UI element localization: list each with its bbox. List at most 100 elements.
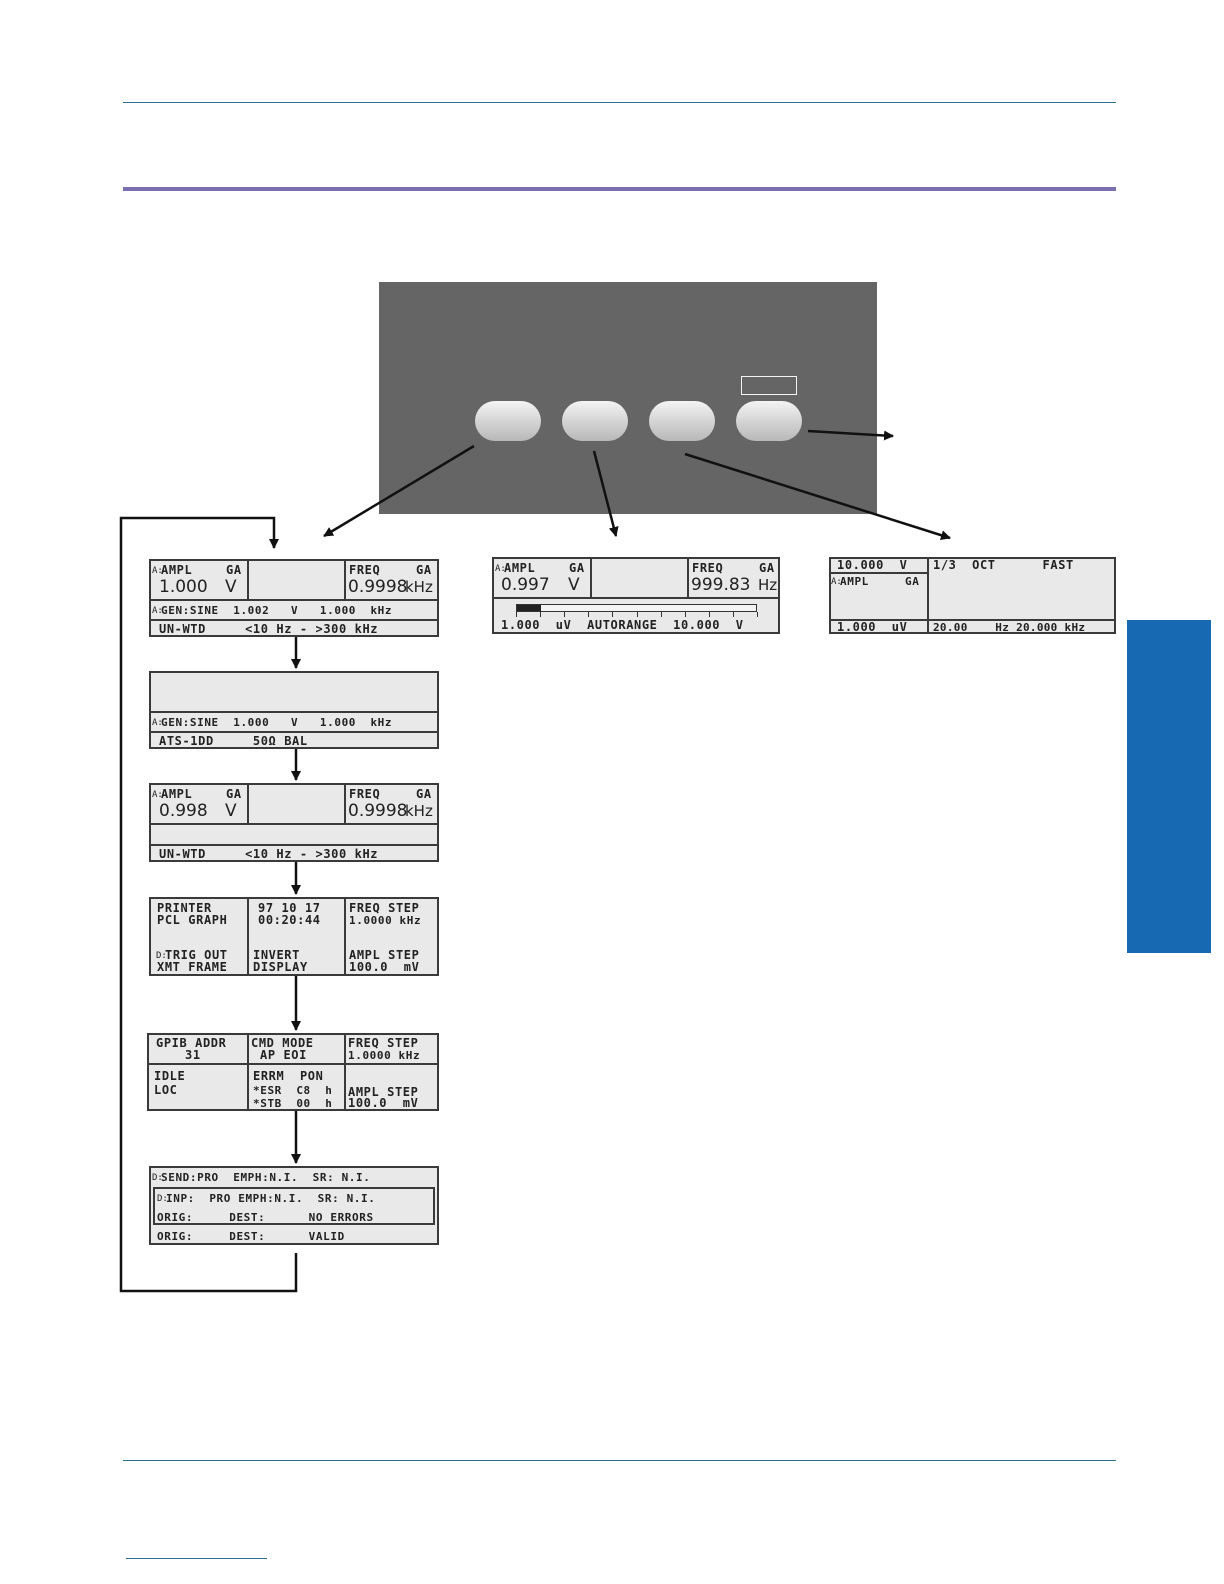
db-ampl-value: 0.997 (501, 575, 550, 595)
d2-gen-channel: A: (152, 718, 163, 728)
d5-c2-line2: AP EOI (260, 1048, 307, 1062)
d4-c1-line1: PRINTER (157, 901, 212, 915)
d1-filter-line: UN-WTD <10 Hz - >300 kHz (159, 622, 379, 636)
d1-gen-channel: A: (152, 606, 163, 616)
d5-c6-line1: AMPL STEP (348, 1085, 419, 1099)
dc-ampl-channel: A: (831, 577, 842, 587)
d3-ampl-unit: V (225, 801, 237, 821)
d1-ampl-channel: A: (152, 566, 163, 576)
d5-c3-line1: FREQ STEP (348, 1036, 419, 1050)
d2-model-line: ATS-1DD 50Ω BAL (159, 734, 308, 748)
display-2: A: GEN:SINE 1.000 V 1.000 kHz ATS-1DD 50… (149, 671, 439, 749)
d1-ampl-unit: V (225, 577, 237, 597)
level-bar-tick (588, 612, 590, 617)
level-bar-ticks (516, 612, 758, 618)
arrow-key1-to-display1 (323, 444, 475, 538)
d5-c4-line2: LOC (154, 1083, 178, 1097)
arrow-key2-to-display-b (592, 450, 619, 537)
level-bar (516, 604, 757, 612)
d2-gen-line: GEN:SINE 1.000 V 1.000 kHz (161, 716, 393, 729)
d4-c6-line1: AMPL STEP (349, 948, 420, 962)
db-freq-unit: Hz (758, 576, 778, 594)
header-rule (123, 102, 1116, 103)
d3-ampl-ga: GA (226, 787, 242, 801)
db-scale-line: 1.000 uV AUTORANGE 10.000 V (501, 618, 744, 632)
d1-freq-value: 0.9998 (348, 577, 408, 597)
d3-filter-line: UN-WTD <10 Hz - >300 kHz (159, 847, 379, 861)
footer-rule (123, 1460, 1116, 1461)
d1-ampl-value: 1.000 (159, 577, 208, 597)
d4-c3-line1: FREQ STEP (349, 901, 420, 915)
display-6: D: SEND:PRO EMPH:N.I. SR: N.I. D: INP: P… (149, 1166, 439, 1245)
dc-ampl-label: AMPL (840, 575, 869, 588)
dc-bottom-right: 20.00 Hz 20.000 kHz (933, 621, 1086, 634)
d4-c4-line1: TRIG OUT (165, 948, 228, 962)
d4-c2-line2: 00:20:44 (258, 913, 321, 927)
d6-row1-channel: D: (152, 1173, 163, 1183)
d4-c1-line2: PCL GRAPH (157, 913, 228, 927)
d5-c6-line2: 100.0 mV (348, 1096, 419, 1110)
dc-band-line: 1/3 OCT FAST (933, 558, 1074, 572)
panel-key-4[interactable] (736, 401, 802, 441)
level-bar-tick (540, 612, 542, 617)
d5-c5-line2: *ESR C8 h (253, 1084, 333, 1097)
level-bar-tick (516, 612, 517, 617)
d4-c3-line2: 1.0000 kHz (349, 914, 422, 927)
d6-row1: SEND:PRO EMPH:N.I. SR: N.I. (161, 1171, 371, 1184)
d3-freq-value: 0.9998 (348, 801, 408, 821)
d6-row2-channel: D: (157, 1194, 168, 1204)
d1-freq-unit: kHz (405, 578, 433, 596)
d5-c2-line1: CMD MODE (251, 1036, 314, 1050)
arrow-key4-out (807, 429, 894, 441)
d6-row4: ORIG: DEST: VALID (157, 1230, 345, 1243)
level-bar-tick (757, 612, 758, 617)
level-bar-tick (636, 612, 638, 617)
display-c: 10.000 V 1/3 OCT FAST A: AMPL GA 1.000 u… (829, 557, 1116, 634)
d6-row3: ORIG: DEST: NO ERRORS (157, 1211, 374, 1224)
d3-freq-label: FREQ (349, 787, 381, 801)
d1-ampl-label: AMPL (161, 563, 193, 577)
d4-c4-line2: XMT FRAME (157, 960, 228, 974)
level-bar-tick (732, 612, 734, 617)
d3-freq-ga: GA (416, 787, 432, 801)
d5-c3-line2: 1.0000 kHz (348, 1049, 421, 1062)
panel-key-1[interactable] (475, 401, 541, 441)
d5-c5-line1: ERRM PON (253, 1069, 324, 1083)
panel-key-2[interactable] (562, 401, 628, 441)
front-panel (379, 282, 877, 514)
d3-freq-unit: kHz (405, 802, 433, 820)
title-rule (123, 187, 1116, 191)
d1-freq-ga: GA (416, 563, 432, 577)
d4-c5-line1: INVERT (253, 948, 300, 962)
d5-c4-line1: IDLE (154, 1069, 186, 1083)
panel-key-3[interactable] (649, 401, 715, 441)
d5-c1-line2: 31 (185, 1048, 201, 1062)
db-freq-value: 999.83 (691, 575, 751, 595)
display-4: PRINTER PCL GRAPH 97 10 17 00:20:44 FREQ… (149, 897, 439, 976)
footer-link-underline (126, 1558, 267, 1559)
dc-bottom-left: 1.000 uV (837, 620, 908, 634)
display-5: GPIB ADDR 31 CMD MODE AP EOI FREQ STEP 1… (147, 1033, 439, 1111)
level-bar-tick (564, 612, 566, 617)
d4-c6-line2: 100.0 mV (349, 960, 420, 974)
db-ampl-unit: V (568, 575, 580, 595)
level-bar-tick (708, 612, 710, 617)
display-1: A: AMPL GA 1.000 V FREQ GA 0.9998 kHz A:… (149, 559, 439, 637)
display-b: A: AMPL GA 0.997 V FREQ GA 999.83 Hz 1.0… (492, 557, 780, 634)
db-ampl-ga: GA (569, 561, 585, 575)
db-freq-label: FREQ (692, 561, 724, 575)
display-3: A: AMPL GA 0.998 V FREQ GA 0.9998 kHz UN… (149, 783, 439, 862)
level-bar-tick (684, 612, 686, 617)
d1-ampl-ga: GA (226, 563, 242, 577)
level-bar-fill (517, 605, 541, 611)
loop-back-line (119, 516, 298, 1293)
d5-c5-line3: *STB 00 h (253, 1097, 333, 1110)
d1-gen-line: GEN:SINE 1.002 V 1.000 kHz (161, 604, 393, 617)
d4-c2-line1: 97 10 17 (258, 901, 321, 915)
d6-row2: INP: PRO EMPH:N.I. SR: N.I. (166, 1192, 376, 1205)
d3-ampl-channel: A: (152, 790, 163, 800)
db-freq-ga: GA (759, 561, 775, 575)
db-ampl-label: AMPL (504, 561, 536, 575)
section-tab (1127, 620, 1211, 953)
